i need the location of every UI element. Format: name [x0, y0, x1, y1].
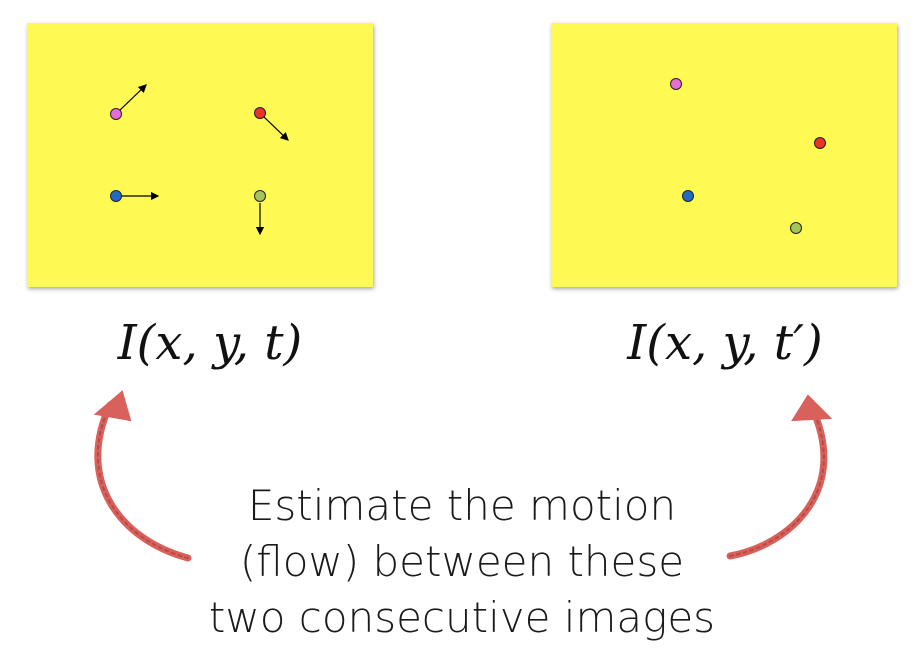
point-green-t [254, 190, 266, 202]
frame-time-t-background [27, 23, 373, 287]
caption-line-2: (flow) between these [239, 537, 685, 586]
curved-arrow-left-icon [93, 390, 192, 562]
point-blue-t-prime [682, 190, 694, 202]
frame-time-t [27, 23, 373, 287]
formula-image-t-prime: I(x, y, t′) [627, 315, 823, 371]
point-magenta-t-prime [670, 78, 682, 90]
point-red-t-prime [814, 137, 826, 149]
frame-time-t-prime-canvas [551, 23, 897, 287]
point-red-t [254, 107, 266, 119]
motion-vector-icon [263, 116, 289, 141]
formula-image-t: I(x, y, t) [117, 315, 303, 371]
curved-arrow-right-icon [726, 394, 833, 560]
point-magenta-t [110, 108, 122, 120]
caption: Estimate the motion (flow) between these… [150, 478, 774, 646]
caption-line-1: Estimate the motion [247, 481, 677, 530]
frame-time-t-canvas [27, 23, 373, 287]
point-blue-t [110, 190, 122, 202]
frame-time-t-prime-background [551, 23, 897, 287]
caption-line-3: two consecutive images [208, 593, 716, 642]
frame-time-t-prime [551, 23, 897, 287]
point-green-t-prime [790, 222, 802, 234]
motion-vector-icon [118, 84, 147, 112]
